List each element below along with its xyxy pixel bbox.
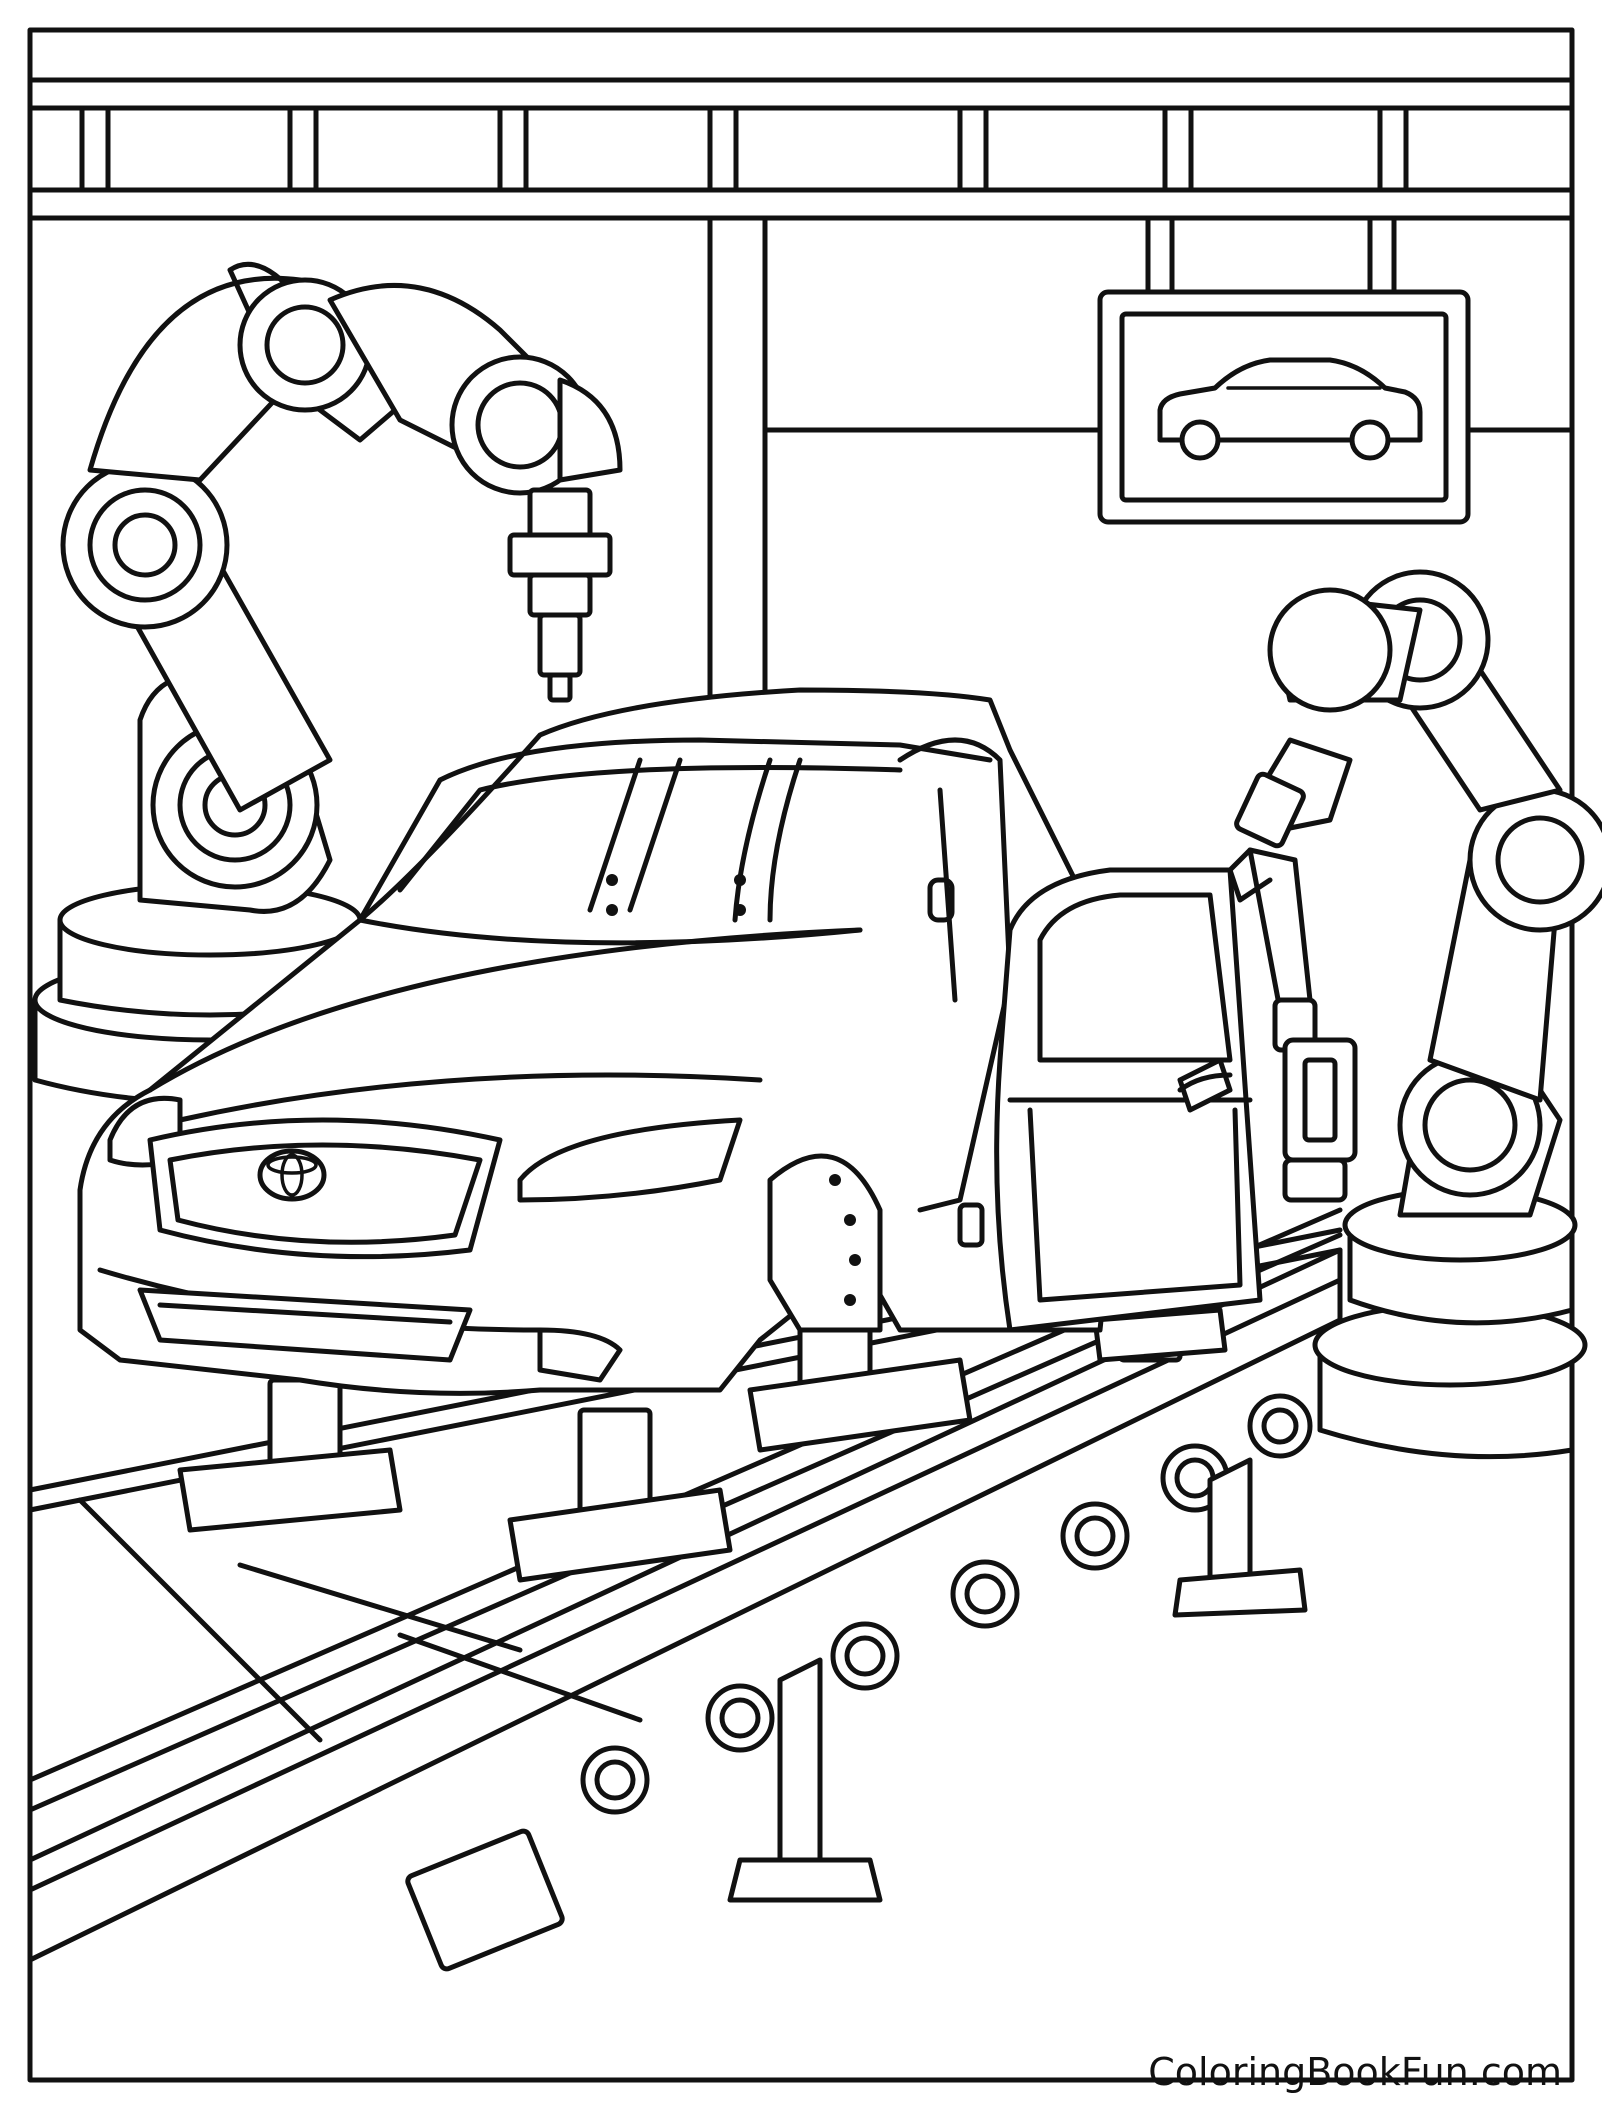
robotic-arm-right <box>1227 569 1602 1460</box>
car-door <box>957 867 1263 1333</box>
brand-emblem-logo <box>257 1148 327 1202</box>
car-icon <box>1157 357 1423 461</box>
page-border <box>27 27 1575 2083</box>
car-stands <box>177 1287 1228 1583</box>
factory-pillar <box>707 215 768 723</box>
roof-beam <box>27 77 1575 221</box>
site-watermark: ColoringBookFun.com <box>1148 2050 1562 2094</box>
hanging-sign <box>1097 215 1471 525</box>
car-body <box>77 687 1123 1396</box>
